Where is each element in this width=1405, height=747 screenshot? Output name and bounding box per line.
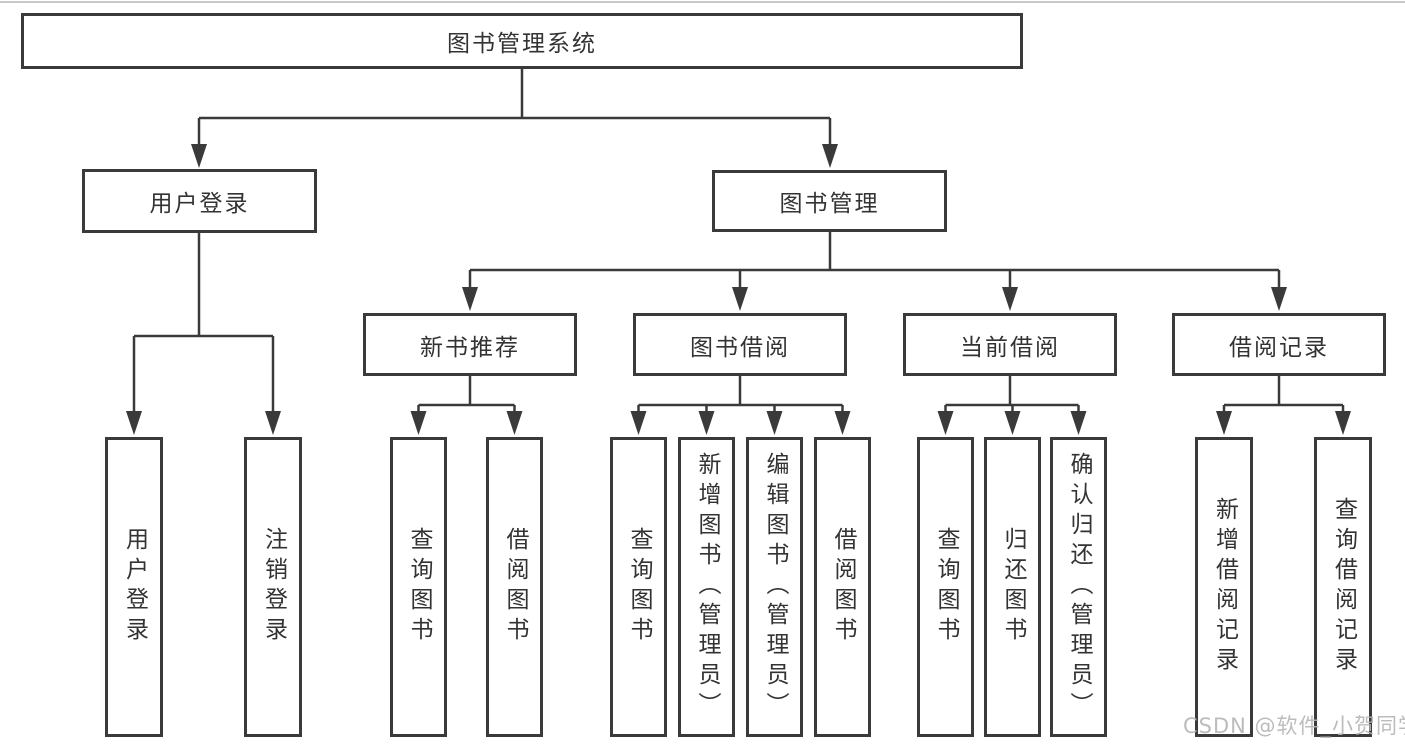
arrowhead: [732, 287, 748, 311]
user-login-branch-line: [132, 233, 275, 412]
node-book-management: 图书管理: [712, 170, 947, 232]
node-borrow-record-label: 借阅记录: [1229, 334, 1329, 361]
arrowhead: [191, 144, 207, 168]
csdn-watermark: CSDN @软件_小贺同学: [1183, 714, 1405, 738]
leaf-user-login-label: 用户登录: [121, 527, 148, 647]
node-user-login: 用户登录: [82, 169, 317, 233]
arrowhead: [630, 411, 647, 435]
arrowhead: [1002, 287, 1018, 311]
node-borrow-record: 借阅记录: [1172, 313, 1386, 376]
arrowhead: [1335, 411, 1351, 435]
arrowhead: [1271, 287, 1287, 311]
leaf-borrow-books: 借阅图书: [814, 437, 871, 737]
leaf-add-borrow-record: 新增借阅记录: [1195, 437, 1253, 737]
node-current-borrow-label: 当前借阅: [960, 334, 1060, 361]
leaf-borrow-books-label: 借阅图书: [830, 527, 856, 647]
node-root-label: 图书管理系统: [447, 31, 597, 57]
leaf-query-borrow-record: 查询借阅记录: [1314, 437, 1372, 737]
arrowhead: [1004, 411, 1021, 435]
leaf-user-login: 用户登录: [105, 437, 163, 737]
node-current-borrow: 当前借阅: [903, 313, 1117, 376]
arrowhead: [698, 411, 715, 435]
book-management-branch-line: [468, 232, 1281, 288]
arrowhead: [1216, 411, 1232, 435]
node-new-book-recommend: 新书推荐: [363, 313, 577, 376]
arrowhead: [1070, 411, 1087, 435]
borrow-record-branch-line: [1222, 376, 1345, 412]
leaf-logout-label: 注销登录: [260, 527, 287, 647]
leaf-confirm-return-admin: 确认归还（管理员）: [1050, 437, 1107, 737]
arrowhead: [506, 411, 523, 435]
node-user-login-label: 用户登录: [149, 191, 250, 217]
arrowhead: [766, 411, 783, 435]
new-book-branch-line: [417, 376, 516, 412]
leaf-query-books-borrow-label: 查询图书: [626, 527, 652, 647]
node-book-borrow: 图书借阅: [633, 313, 847, 376]
leaf-add-book-admin: 新增图书（管理员）: [678, 437, 735, 737]
leaf-query-books-recommend: 查询图书: [390, 437, 447, 737]
arrowhead: [937, 411, 954, 435]
leaf-query-books-recommend-label: 查询图书: [406, 527, 432, 647]
leaf-query-books-borrow: 查询图书: [610, 437, 667, 737]
arrowhead: [822, 144, 838, 168]
leaf-add-book-admin-label: 新增图书（管理员）: [694, 452, 720, 722]
leaf-logout: 注销登录: [244, 437, 302, 737]
leaf-confirm-return-admin-label: 确认归还（管理员）: [1066, 452, 1092, 722]
leaf-query-books-current-label: 查询图书: [933, 527, 959, 647]
arrowhead: [834, 411, 851, 435]
leaf-return-book-label: 归还图书: [1000, 527, 1026, 647]
current-borrow-branch-line: [944, 376, 1080, 412]
leaf-add-borrow-record-label: 新增借阅记录: [1211, 497, 1238, 677]
leaf-edit-book-admin-label: 编辑图书（管理员）: [762, 452, 788, 722]
leaf-borrow-books-recommend-label: 借阅图书: [502, 527, 528, 647]
node-book-borrow-label: 图书借阅: [690, 334, 790, 361]
node-book-management-label: 图书管理: [779, 191, 880, 217]
node-root: 图书管理系统: [21, 13, 1023, 69]
arrowhead: [462, 287, 478, 311]
top-divider-line: [0, 1, 1405, 3]
leaf-borrow-books-recommend: 借阅图书: [486, 437, 543, 737]
leaf-return-book: 归还图书: [984, 437, 1041, 737]
leaf-edit-book-admin: 编辑图书（管理员）: [746, 437, 803, 737]
leaf-query-borrow-record-label: 查询借阅记录: [1330, 497, 1357, 677]
leaf-query-books-current: 查询图书: [917, 437, 974, 737]
root-branch-line: [197, 69, 832, 146]
node-new-book-recommend-label: 新书推荐: [420, 334, 520, 361]
arrowhead: [265, 411, 281, 435]
arrowhead: [126, 411, 142, 435]
book-borrow-branch-line: [637, 376, 844, 412]
arrowhead: [410, 411, 427, 435]
